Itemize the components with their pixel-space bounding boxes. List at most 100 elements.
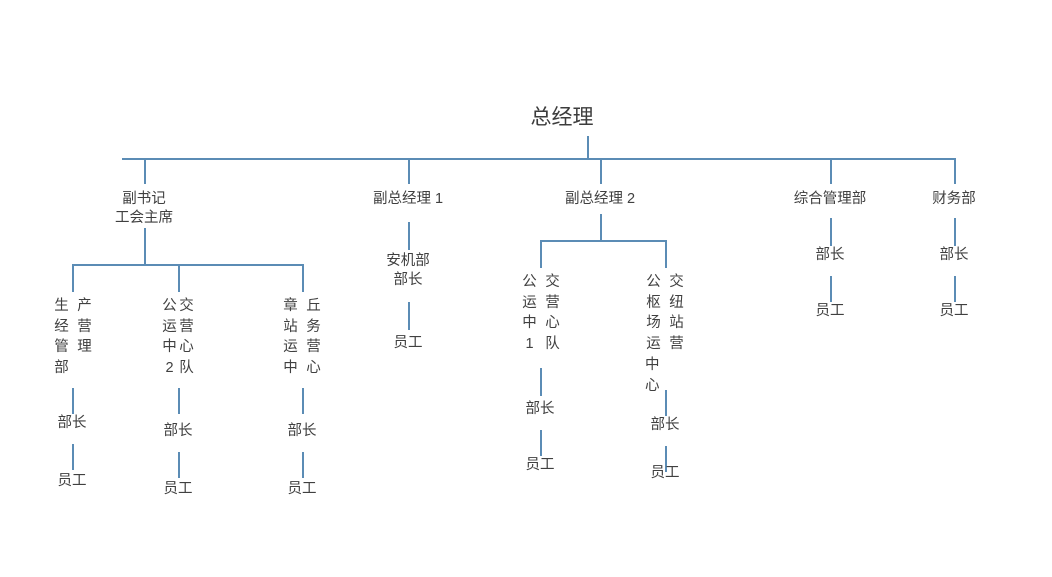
connector-bus-team1-director-to-staff [540, 430, 542, 456]
node-label: 员工 [57, 473, 87, 489]
node-label-line-2: 部长 [393, 271, 423, 288]
connector-drop-bus-team2 [178, 264, 180, 292]
char: 站 [669, 315, 684, 332]
vertical-column-left: 生 经 管 部 [53, 296, 70, 379]
connector-bus-hub-to-director [665, 390, 667, 416]
node-zhangqiu-station-service-operation-center: 丘 务 营 心 章 站 运 中 [272, 296, 332, 379]
node-finance-director: 部长 [914, 246, 994, 265]
connector-bus-hub-director-to-staff [665, 446, 667, 472]
connector-drop-deputy-secretary [144, 158, 146, 184]
char: 运 [283, 339, 298, 356]
connector-drop-bus-team1 [540, 240, 542, 268]
vertical-column-left: 公 运 中 2 [161, 296, 178, 379]
node-production-dept-staff: 员工 [32, 472, 112, 491]
connector-production-dept-to-director [72, 388, 74, 414]
char: 站 [283, 318, 298, 335]
char: 队 [545, 336, 560, 353]
node-deputy-secretary: 副书记 工会主席 [84, 190, 204, 228]
vertical-column-right: 交 纽 站 营 [668, 272, 685, 396]
vertical-column-right: 交 营 心 队 [544, 272, 561, 355]
connector-deputy-gm-1-stem [408, 222, 410, 250]
char: 2 [165, 360, 174, 377]
node-label: 部长 [287, 423, 317, 439]
node-production-operation-management-dept: 产 营 理 生 经 管 部 [42, 296, 104, 379]
connector-deputy-secretary-bus [72, 264, 303, 266]
connector-deputy-gm-2-stem [600, 214, 602, 240]
char: 部 [54, 360, 69, 377]
node-label-line-2: 工会主席 [115, 209, 173, 226]
node-label: 员工 [650, 465, 680, 481]
char: 交 [545, 274, 560, 290]
node-label-line-1: 副书记 [122, 191, 166, 207]
char: 产 [77, 298, 92, 314]
connector-deputy-gm-2-bus [540, 240, 666, 242]
node-label: 员工 [163, 481, 193, 497]
char: 场 [646, 315, 661, 332]
connector-drop-general-management-dept [830, 158, 832, 184]
char: 公 [646, 274, 661, 290]
char: 营 [306, 339, 321, 356]
char: 丘 [306, 298, 321, 314]
connector-drop-finance-dept [954, 158, 956, 184]
connector-bus-team2-director-to-staff [178, 452, 180, 478]
char: 营 [179, 318, 194, 335]
connector-finance-director-to-staff [954, 276, 956, 302]
node-bus-team1-director: 部长 [500, 400, 580, 419]
char: 中 [283, 360, 298, 377]
char: 1 [525, 336, 534, 353]
node-finance-dept: 财务部 [894, 190, 1014, 209]
char: 管 [54, 339, 69, 356]
char: 务 [306, 318, 321, 335]
char: 公 [522, 274, 537, 290]
char: 运 [646, 336, 661, 353]
char: 心 [306, 360, 321, 377]
node-bus-hub-staff: 员工 [625, 464, 705, 483]
connector-drop-zhangqiu-center [302, 264, 304, 292]
node-finance-staff: 员工 [914, 302, 994, 321]
char: 心 [179, 339, 194, 356]
node-label: 综合管理部 [793, 191, 867, 207]
node-deputy-gm-1: 副总经理 1 [348, 190, 468, 209]
char: 运 [522, 294, 537, 311]
vertical-column-left: 公 运 中 1 [521, 272, 538, 355]
connector-general-management-to-director [830, 218, 832, 246]
vertical-column-right: 丘 务 营 心 [305, 296, 322, 379]
node-label: 部长 [650, 417, 680, 433]
char: 枢 [646, 294, 661, 311]
node-bus-hub-station-operation-center: 交 纽 站 营 公 枢 场 运 中心 [634, 272, 696, 396]
connector-production-director-to-staff [72, 444, 74, 470]
node-security-dept-staff: 员工 [368, 334, 448, 353]
char: 交 [179, 298, 194, 314]
node-general-management-director: 部长 [790, 246, 870, 265]
char: 生 [54, 298, 69, 314]
node-security-dept: 安机部 部长 [348, 252, 468, 290]
char: 心 [545, 315, 560, 332]
vertical-column-left: 章 站 运 中 [282, 296, 299, 379]
node-label: 部长 [939, 247, 969, 263]
char: 交 [669, 274, 684, 290]
vertical-column-right: 产 营 理 [76, 296, 93, 379]
node-label-line-1: 安机部 [386, 253, 430, 269]
char: 中 [522, 315, 537, 332]
connector-root-stem [587, 136, 589, 158]
connector-security-dept-to-staff [408, 302, 410, 330]
node-deputy-gm-2: 副总经理 2 [540, 190, 660, 209]
connector-deputy-secretary-stem [144, 228, 146, 264]
connector-general-management-director-to-staff [830, 276, 832, 302]
connector-drop-bus-hub-center [665, 240, 667, 268]
char: 章 [283, 298, 298, 314]
connector-bus-team1-to-director [540, 368, 542, 396]
node-bus-team2-director: 部长 [138, 422, 218, 441]
node-label: 总经理 [530, 106, 594, 129]
char: 运 [162, 318, 177, 335]
char: 营 [669, 336, 684, 353]
node-label: 员工 [287, 481, 317, 497]
connector-zhangqiu-director-to-staff [302, 452, 304, 478]
node-label: 副总经理 2 [564, 191, 636, 207]
node-label: 员工 [525, 457, 555, 473]
node-general-management-staff: 员工 [790, 302, 870, 321]
node-general-management-dept: 综合管理部 [770, 190, 890, 209]
connector-drop-deputy-gm-1 [408, 158, 410, 184]
node-bus-hub-director: 部长 [625, 416, 705, 435]
